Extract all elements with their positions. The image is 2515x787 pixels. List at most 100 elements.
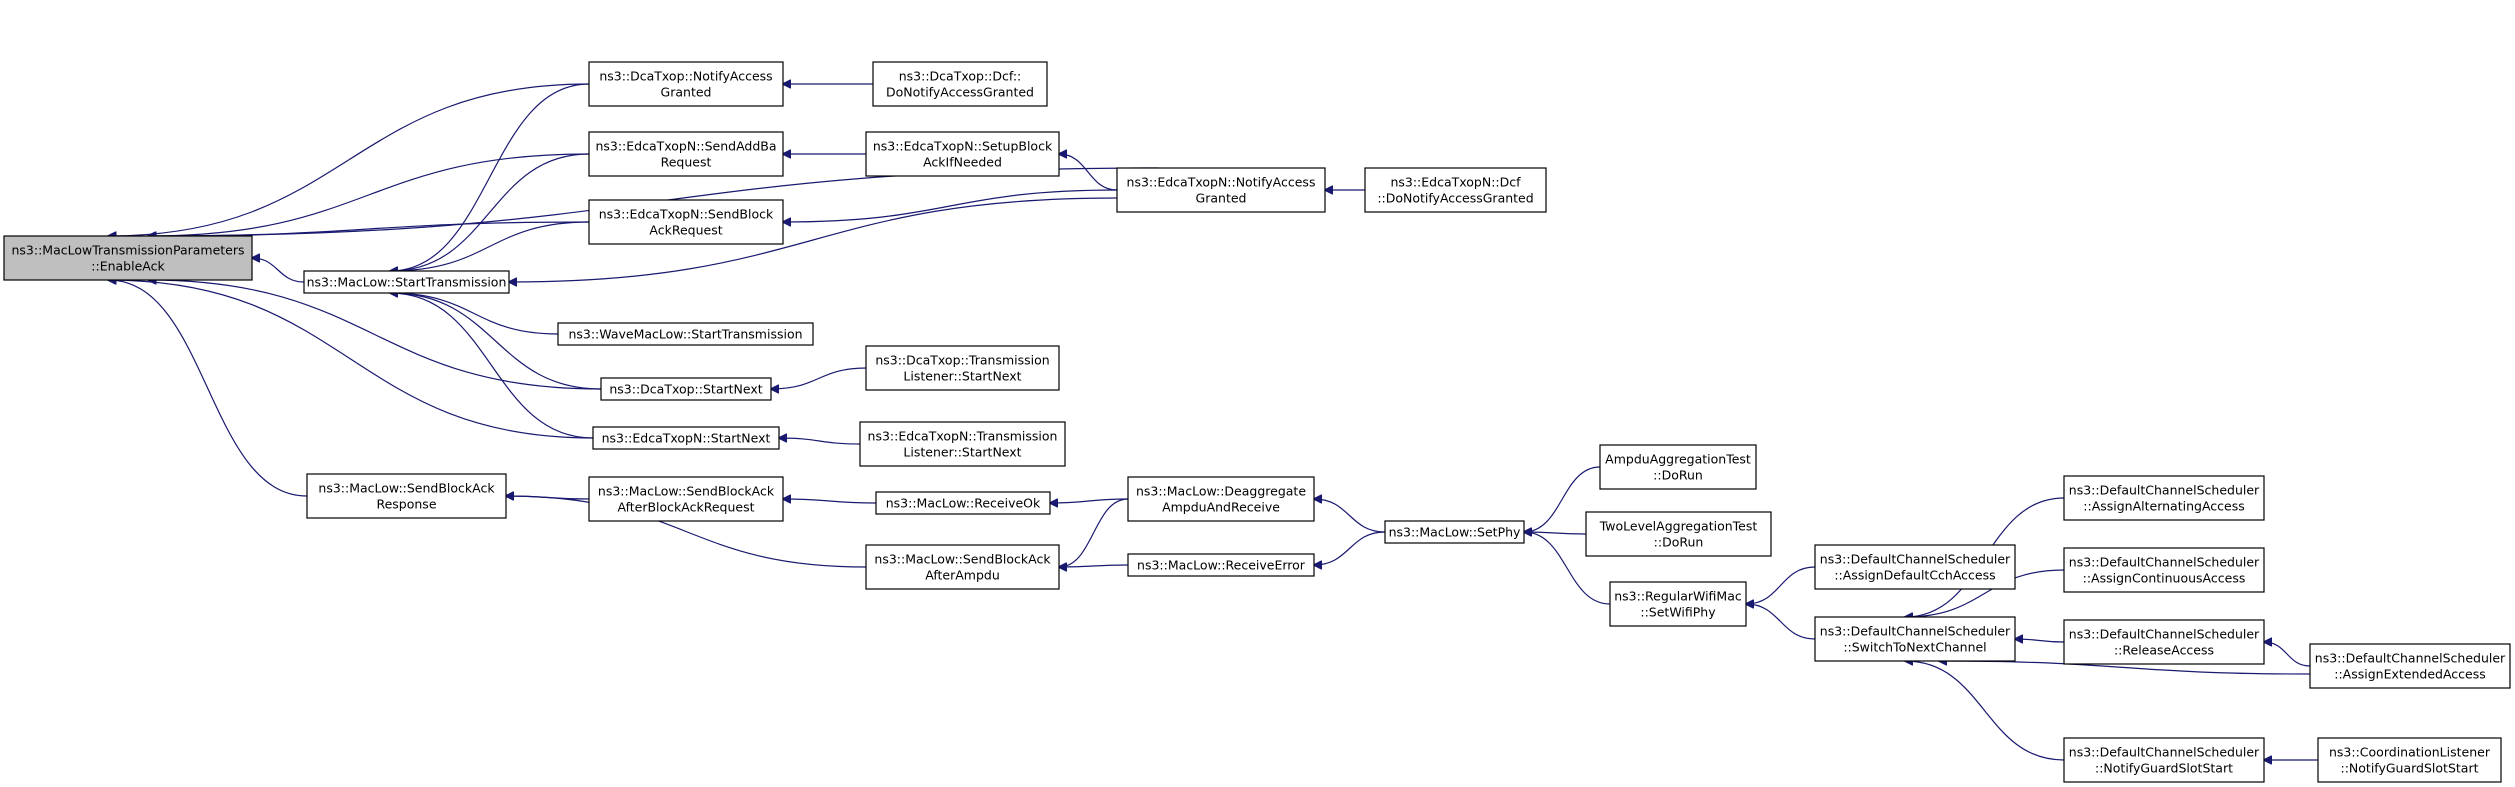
graph-node-releaseAccess[interactable]: ns3::DefaultChannelScheduler::ReleaseAcc… xyxy=(2063,619,2265,665)
graph-node-edcaTransListener[interactable]: ns3::EdcaTxopN::TransmissionListener::St… xyxy=(859,421,1066,467)
graph-node-coordListener[interactable]: ns3::CoordinationListener::NotifyGuardSl… xyxy=(2317,737,2502,783)
edge-dcaStartNext-to-root xyxy=(148,280,602,390)
node-label: ns3::DefaultChannelScheduler xyxy=(1820,552,2011,567)
graph-node-ampduTest[interactable]: AmpduAggregationTest::DoRun xyxy=(1599,444,1757,490)
graph-node-assignContinuous[interactable]: ns3::DefaultChannelScheduler::AssignCont… xyxy=(2063,547,2265,593)
node-label: ns3::MacLow::StartTransmission xyxy=(307,275,507,290)
edge-edcaNotifyAccess-to-edcaSetupBlockAck xyxy=(1059,154,1118,191)
node-box xyxy=(2063,619,2265,665)
node-label: ::DoRun xyxy=(1654,535,1704,550)
edge-setPhy-to-deaggregate xyxy=(1314,499,1386,533)
graph-node-receiveOk[interactable]: ns3::MacLow::ReceiveOk xyxy=(875,491,1051,515)
node-label: ns3::WaveMacLow::StartTransmission xyxy=(568,327,802,342)
edge-edcaNotifyAccess-to-startTransmission xyxy=(509,197,1118,282)
node-label: ns3::DefaultChannelScheduler xyxy=(2069,745,2260,760)
graph-node-dcaTransListener[interactable]: ns3::DcaTxop::TransmissionListener::Star… xyxy=(865,345,1060,391)
edge-edcaTransListener-to-edcaStartNext xyxy=(779,438,861,445)
node-label: DoNotifyAccessGranted xyxy=(886,85,1034,100)
graph-node-setPhy[interactable]: ns3::MacLow::SetPhy xyxy=(1384,520,1525,544)
edge-edcaSendBlockAckReq-to-startTransmission xyxy=(390,221,590,271)
node-label: ns3::DefaultChannelScheduler xyxy=(2069,483,2260,498)
edge-deaggregate-to-receiveOk xyxy=(1050,498,1129,503)
node-box xyxy=(592,426,780,450)
node-label: ::NotifyGuardSlotStart xyxy=(2341,761,2479,776)
node-label: TwoLevelAggregationTest xyxy=(1599,519,1758,534)
edge-sendBlockAckAfterAmpdu-to-sendBlockAckResponse xyxy=(506,496,867,568)
graph-node-edcaNotifyAccess[interactable]: ns3::EdcaTxopN::NotifyAccessGranted xyxy=(1116,167,1326,213)
node-label: Granted xyxy=(661,85,712,100)
edge-receiveError-to-sendBlockAckAfterAmpdu xyxy=(1059,565,1129,567)
graph-node-assignAlternating[interactable]: ns3::DefaultChannelScheduler::AssignAlte… xyxy=(2063,475,2265,521)
node-box xyxy=(865,544,1060,590)
graph-node-dcaDoNotify[interactable]: ns3::DcaTxop::Dcf::DoNotifyAccessGranted xyxy=(872,61,1048,107)
edge-edcaStartNext-to-startTransmission xyxy=(390,293,594,439)
node-label: ::AssignDefaultCchAccess xyxy=(1834,568,1995,583)
edge-dcaTransListener-to-dcaStartNext xyxy=(771,367,867,389)
node-label: ::DoNotifyAccessGranted xyxy=(1377,191,1533,206)
graph-node-edcaDcfDoNotify[interactable]: ns3::EdcaTxopN::Dcf::DoNotifyAccessGrant… xyxy=(1364,167,1547,213)
edge-dcaNotifyAccess-to-root xyxy=(108,83,590,236)
edge-releaseAccess-to-switchToNext xyxy=(2015,639,2065,642)
node-label: ns3::MacLow::SendBlockAck xyxy=(874,552,1051,567)
node-label: ns3::EdcaTxopN::SetupBlock xyxy=(873,139,1053,154)
node-box xyxy=(588,61,784,107)
node-label: ns3::CoordinationListener xyxy=(2329,745,2491,760)
node-box xyxy=(875,491,1051,515)
node-label: Request xyxy=(661,155,712,170)
node-label: Listener::StartNext xyxy=(903,369,1021,384)
graph-node-switchToNext[interactable]: ns3::DefaultChannelScheduler::SwitchToNe… xyxy=(1814,616,2016,662)
node-box xyxy=(2063,737,2265,783)
node-label: ::NotifyGuardSlotStart xyxy=(2095,761,2233,776)
node-label: AckIfNeeded xyxy=(923,155,1002,170)
edge-ampduTest-to-setPhy xyxy=(1524,466,1601,532)
node-label: ns3::DefaultChannelScheduler xyxy=(2315,651,2506,666)
node-label: ns3::EdcaTxopN::Dcf xyxy=(1390,175,1521,190)
graph-node-dcaStartNext[interactable]: ns3::DcaTxop::StartNext xyxy=(600,377,772,401)
node-box xyxy=(859,421,1066,467)
node-label: ns3::MacLow::ReceiveError xyxy=(1137,558,1306,573)
graph-node-waveStartTransmission[interactable]: ns3::WaveMacLow::StartTransmission xyxy=(557,322,814,346)
graph-node-edcaStartNext[interactable]: ns3::EdcaTxopN::StartNext xyxy=(592,426,780,450)
node-label: ::AssignAlternatingAccess xyxy=(2083,499,2244,514)
graph-node-dcaNotifyAccess[interactable]: ns3::DcaTxop::NotifyAccessGranted xyxy=(588,61,784,107)
node-box xyxy=(1127,553,1315,577)
graph-node-receiveError[interactable]: ns3::MacLow::ReceiveError xyxy=(1127,553,1315,577)
graph-node-notifyGuardSlot[interactable]: ns3::DefaultChannelScheduler::NotifyGuar… xyxy=(2063,737,2265,783)
node-label: ns3::MacLow::SendBlockAck xyxy=(598,484,775,499)
graph-node-startTransmission[interactable]: ns3::MacLow::StartTransmission xyxy=(303,270,510,294)
edge-sendBlockAckResponse-to-root xyxy=(108,280,308,497)
edge-deaggregate-to-sendBlockAckAfterAmpdu xyxy=(1059,498,1129,567)
graph-node-assignExtended[interactable]: ns3::DefaultChannelScheduler::AssignExte… xyxy=(2309,643,2511,689)
node-box xyxy=(865,345,1060,391)
edge-edcaStartNext-to-root xyxy=(108,280,594,439)
node-label: ::SwitchToNextChannel xyxy=(1843,640,1986,655)
graph-node-setWifiPhy[interactable]: ns3::RegularWifiMac::SetWifiPhy xyxy=(1609,581,1747,627)
node-box xyxy=(1609,581,1747,627)
node-label: ns3::MacLow::SendBlockAck xyxy=(318,481,495,496)
edge-dcaStartNext-to-startTransmission xyxy=(390,293,602,390)
node-box xyxy=(865,131,1060,177)
edge-assignContinuous-to-switchToNext xyxy=(1905,569,2065,617)
graph-node-twoLevelTest[interactable]: TwoLevelAggregationTest::DoRun xyxy=(1585,511,1772,557)
node-label: ::DoRun xyxy=(1653,468,1703,483)
node-label: ns3::EdcaTxopN::Transmission xyxy=(868,429,1058,444)
node-box xyxy=(557,322,814,346)
edge-edcaSendAddBa-to-root xyxy=(148,153,590,236)
node-box xyxy=(600,377,772,401)
graph-node-sendBlockAckAfterReq[interactable]: ns3::MacLow::SendBlockAckAfterBlockAckRe… xyxy=(588,476,784,522)
graph-node-root[interactable]: ns3::MacLowTransmissionParameters::Enabl… xyxy=(3,235,253,281)
graph-node-assignDefaultCch[interactable]: ns3::DefaultChannelScheduler::AssignDefa… xyxy=(1814,544,2016,590)
node-label: AfterAmpdu xyxy=(925,568,1000,583)
node-box xyxy=(1599,444,1757,490)
edge-setWifiPhy-to-setPhy xyxy=(1524,532,1611,605)
edge-notifyGuardSlot-to-switchToNext xyxy=(1905,661,2065,761)
nodes-layer: ns3::MacLowTransmissionParameters::Enabl… xyxy=(3,61,2511,783)
edge-waveStartTransmission-to-startTransmission xyxy=(390,293,559,335)
